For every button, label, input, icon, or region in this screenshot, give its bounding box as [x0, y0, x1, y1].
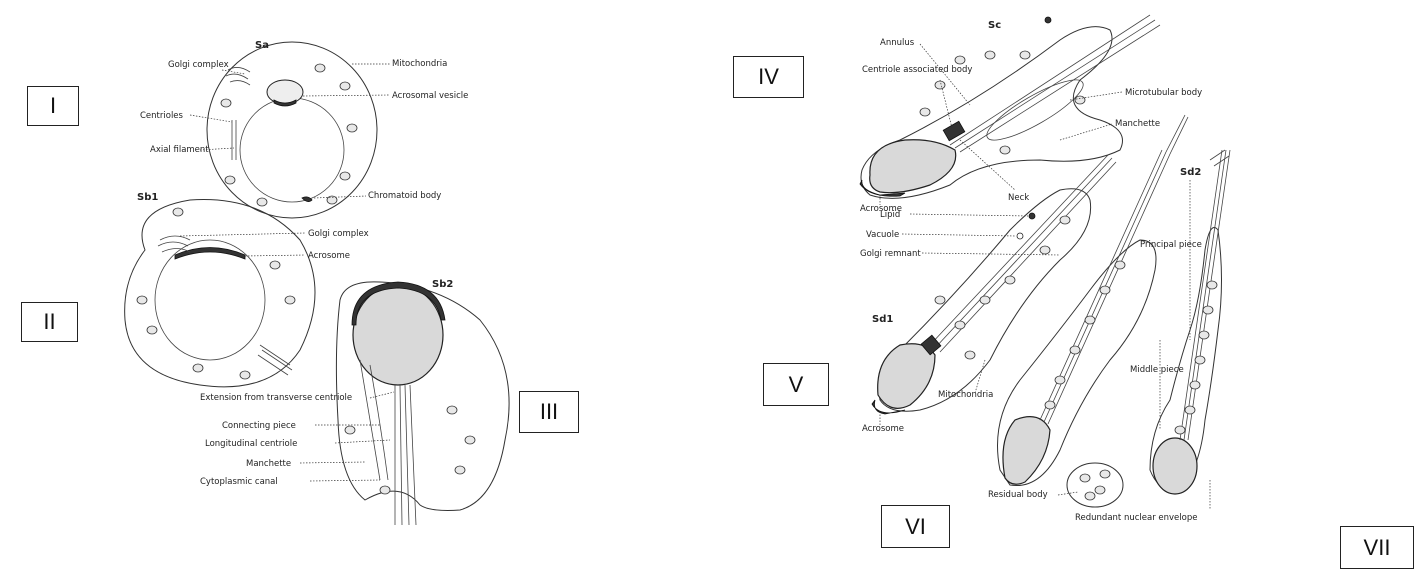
cell-sc: Sc Annulus Centriole associated body Mic…	[860, 15, 1202, 214]
label-sb2-manchette: Manchette	[246, 459, 291, 469]
label-sd1-golgi: Golgi remnant	[860, 249, 921, 259]
sd2-nucleus	[1153, 438, 1197, 494]
label-sd1-vacuole: Vacuole	[866, 230, 899, 240]
label-sd2-principal: Principal piece	[1140, 240, 1202, 250]
label-sb2-longitudinal: Longitudinal centriole	[205, 439, 297, 449]
sc-nucleus	[870, 140, 956, 193]
label-sc: Sc	[988, 20, 1001, 31]
cell-sb2: Sb2 Extension from transverse centriole …	[200, 279, 509, 525]
label-sa-chromatoid: Chromatoid body	[368, 191, 441, 201]
label-sc-microtubular: Microtubular body	[1125, 88, 1202, 98]
cell-sd2: Sd2 Principal piece Middle piece Redunda…	[1075, 150, 1230, 523]
sb2-nucleus	[353, 285, 443, 385]
label-sa-centrioles: Centrioles	[140, 111, 184, 121]
sc-microtubular-body	[980, 70, 1089, 149]
label-sc-manchette: Manchette	[1115, 119, 1160, 129]
sa-acrosomal-vesicle	[267, 80, 303, 104]
sd1-nucleus	[878, 344, 935, 409]
label-sa-golgi: Golgi complex	[168, 60, 229, 70]
label-sb2-extension: Extension from transverse centriole	[200, 393, 352, 403]
label-sd2-middle: Middle piece	[1130, 365, 1184, 375]
label-sb2-connecting: Connecting piece	[222, 421, 296, 431]
label-sb1-acrosome: Acrosome	[308, 251, 350, 261]
label-sd1: Sd1	[872, 314, 893, 325]
sb1-nucleus	[155, 240, 265, 360]
label-sc-annulus: Annulus	[880, 38, 915, 48]
label-sb2: Sb2	[432, 279, 453, 290]
label-sd2-envelope: Redundant nuclear envelope	[1075, 513, 1197, 523]
label-sc-neck: Neck	[1008, 193, 1029, 203]
label-sd1-mitochondria: Mitochondria	[938, 390, 993, 400]
label-residual: Residual body	[988, 490, 1048, 500]
label-sb1-golgi: Golgi complex	[308, 229, 369, 239]
label-sb1: Sb1	[137, 192, 158, 203]
label-sb2-canal: Cytoplasmic canal	[200, 477, 278, 487]
label-sd2: Sd2	[1180, 167, 1201, 178]
label-sd1-acrosome: Acrosome	[862, 424, 904, 434]
label-sd1-lipid: Lipid	[880, 210, 900, 220]
label-sa-mitochondria: Mitochondria	[392, 59, 447, 69]
cell-sd1: Sd1 Lipid Vacuole Golgi remnant Mitochon…	[860, 155, 1116, 434]
cell-sb1: Sb1 Golgi complex Acrosome	[125, 192, 369, 387]
label-sa: Sa	[255, 40, 269, 51]
sa-nucleus	[240, 98, 344, 202]
cell-sa: Sa Golgi complex Centrioles Axial filame…	[140, 40, 468, 218]
label-sc-centriole-body: Centriole associated body	[862, 65, 972, 75]
label-sa-acrosomal: Acrosomal vesicle	[392, 91, 468, 101]
